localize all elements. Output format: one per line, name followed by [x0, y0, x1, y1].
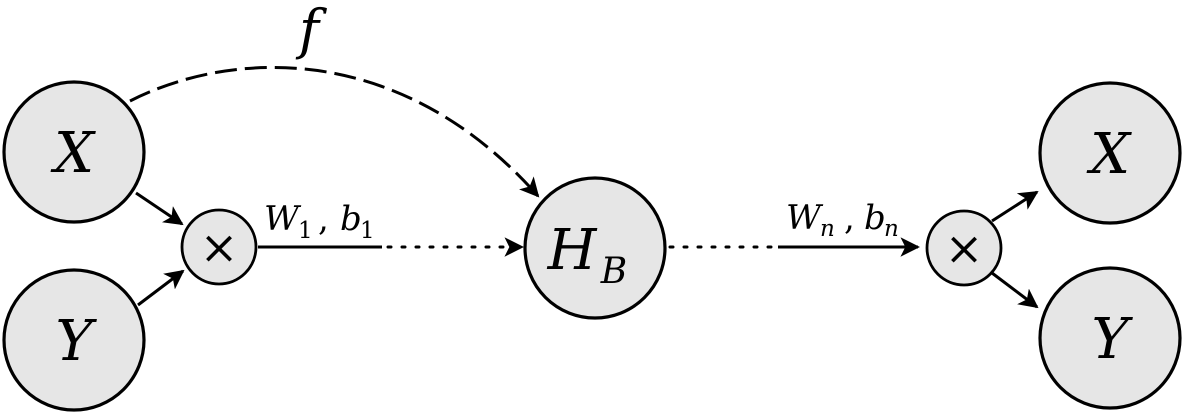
- multiply-icon: ×: [200, 220, 239, 274]
- input-x-label: X: [50, 121, 96, 186]
- hidden-b-subscript: B: [600, 251, 627, 292]
- output-y-node: Y: [1038, 266, 1182, 410]
- wn-subscript: n: [820, 216, 835, 242]
- wn-weight: W: [786, 198, 824, 238]
- input-y-node: Y: [2, 268, 146, 412]
- output-x-label: X: [1086, 122, 1132, 187]
- output-y-label: Y: [1092, 307, 1134, 372]
- output-multiply-operator: ×: [925, 209, 1003, 287]
- w1-weight: W: [264, 199, 302, 239]
- y-to-multiply-edge: [137, 269, 185, 307]
- x-to-multiply-edge: [135, 191, 184, 226]
- w1-separator: ,: [318, 199, 329, 239]
- output-x-node: X: [1038, 81, 1182, 225]
- multiply-icon: ×: [945, 221, 984, 275]
- input-multiply-operator: ×: [180, 208, 258, 286]
- bn-subscript: n: [884, 216, 899, 242]
- bn-bias: b: [864, 198, 886, 238]
- hidden-h-label: H: [547, 218, 598, 283]
- w1-subscript: 1: [298, 218, 313, 244]
- b1-bias: b: [340, 199, 362, 239]
- multiply-to-x-edge: [991, 190, 1039, 223]
- wn-bn-label: W n , b n: [786, 198, 899, 242]
- multiply-to-y-edge: [991, 271, 1039, 309]
- b1-subscript: 1: [360, 218, 375, 244]
- hidden-hb-node: H B: [523, 176, 667, 320]
- f-edge: [129, 65, 540, 198]
- wn-separator: ,: [844, 198, 855, 238]
- input-x-node: X: [2, 80, 146, 224]
- f-label: f: [295, 0, 327, 61]
- w1-b1-label: W 1 , b 1: [264, 199, 375, 244]
- input-y-label: Y: [56, 309, 98, 374]
